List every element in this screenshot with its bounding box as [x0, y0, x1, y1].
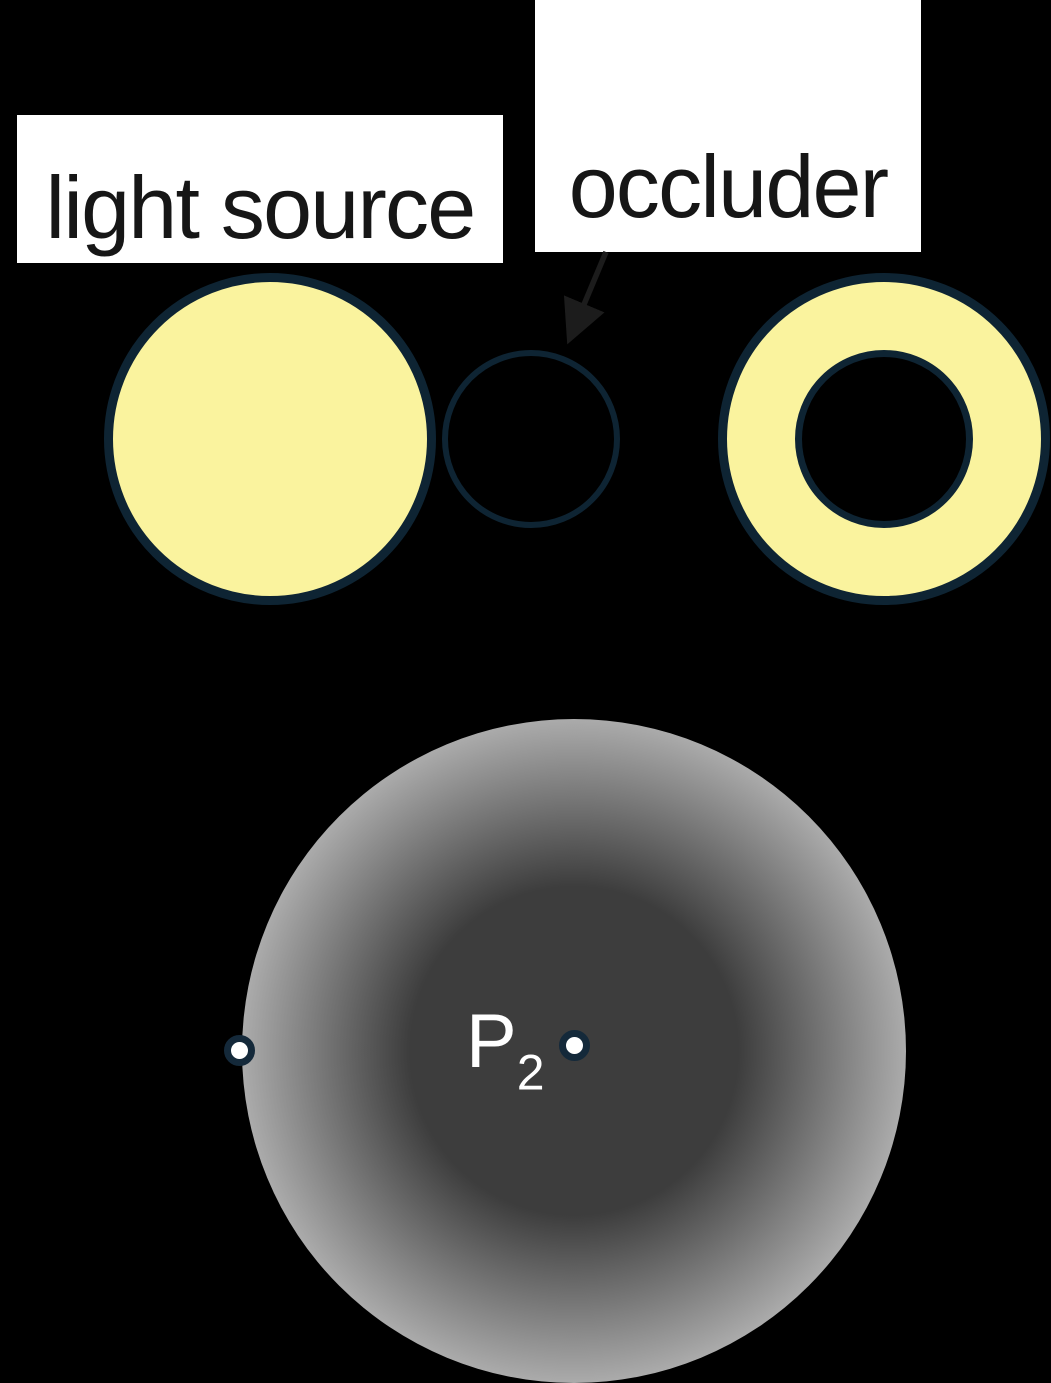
light-source-circle — [104, 273, 436, 605]
light-source-label: light source — [45, 158, 477, 257]
occluder-label-box: occluder — [535, 0, 921, 252]
light-source-label-box: light source — [17, 115, 503, 263]
shadow-edge-point-dot — [224, 1035, 255, 1066]
annulus-hole — [795, 350, 973, 528]
p2-point-dot — [559, 1030, 590, 1061]
p2-label-base: P — [466, 999, 517, 1084]
occluder-circle — [442, 350, 620, 528]
occluded-source-ring — [718, 273, 1050, 605]
p2-label-subscript: 2 — [516, 1044, 545, 1101]
occluder-label: occluder — [568, 137, 889, 236]
p2-label: P2 — [466, 1004, 545, 1098]
